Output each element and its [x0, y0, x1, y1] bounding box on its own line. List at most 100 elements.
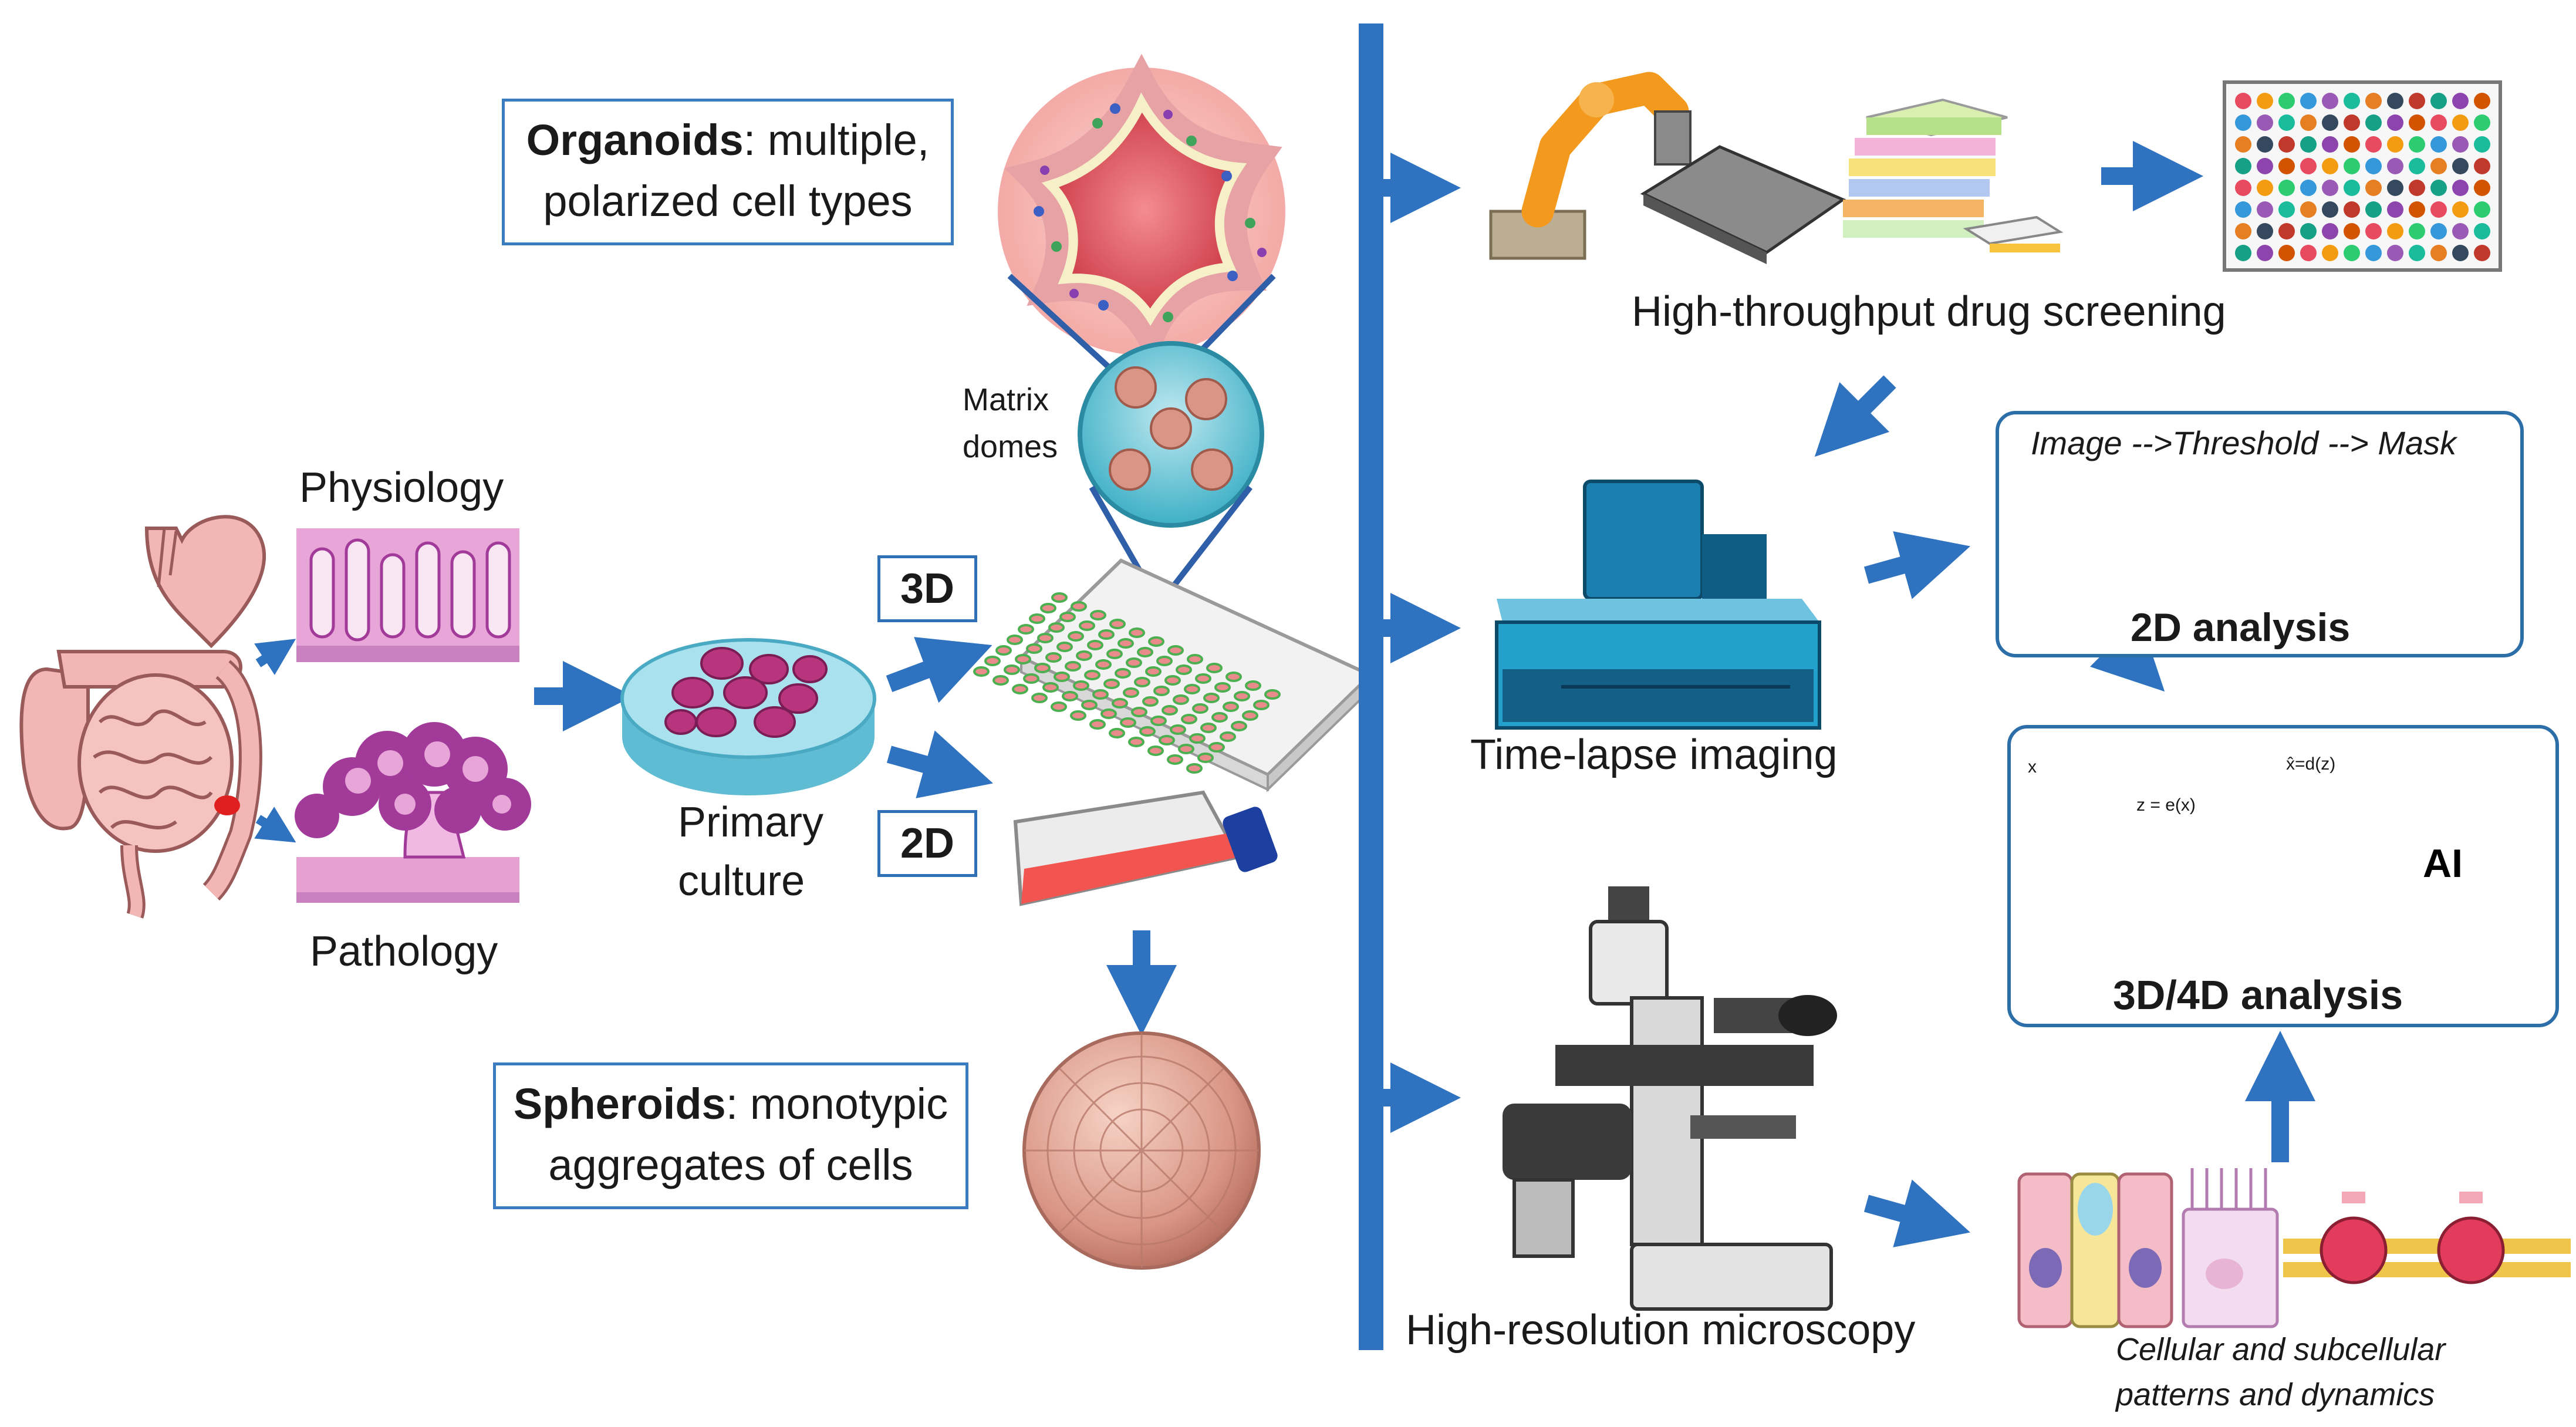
plate-well-3d — [1115, 668, 1131, 679]
plate-well — [2300, 114, 2317, 131]
plate-well-3d — [1076, 650, 1092, 661]
plate-well — [2387, 223, 2403, 239]
plate-well — [2322, 158, 2338, 174]
plate-well-3d — [1167, 754, 1183, 765]
plate-well-3d — [1206, 663, 1223, 673]
plate-well — [2344, 245, 2360, 261]
plate-well-3d — [1007, 635, 1023, 645]
plate-well-3d — [1054, 672, 1070, 682]
plate-well-3d — [1197, 753, 1214, 763]
plate-well — [2409, 158, 2425, 174]
cellular-patterns-image — [2017, 1168, 2571, 1328]
plate-well — [2474, 180, 2490, 196]
plate-well — [2300, 201, 2317, 218]
plate-well-3d — [1214, 682, 1231, 693]
plate-well — [2452, 93, 2469, 109]
plate-well-3d — [1026, 643, 1042, 654]
organoid-cross-section — [998, 53, 1285, 367]
plate-well — [2257, 136, 2273, 153]
plate-well — [2387, 93, 2403, 109]
arrow-to-2d — [886, 730, 994, 798]
analysis-2d-label: 2D analysis — [2131, 605, 2351, 650]
plate-well-3d — [1117, 638, 1134, 649]
plate-well — [2409, 114, 2425, 131]
plate-well-3d — [995, 645, 1012, 656]
plate-well-3d — [1142, 696, 1159, 707]
plate-well-3d — [1023, 673, 1039, 684]
plate-well — [2344, 180, 2360, 196]
analysis-3d-panel — [2007, 725, 2559, 1027]
plate-well — [2322, 114, 2338, 131]
plate-well-3d — [1084, 670, 1100, 680]
spheroid-image — [1022, 1031, 1261, 1270]
plate-well-3d — [1220, 731, 1236, 742]
plate-well-3d — [1186, 763, 1203, 774]
plate-well-3d — [1071, 601, 1087, 612]
plate-well-3d — [984, 656, 1001, 666]
label-2d-box: 2D — [877, 810, 977, 877]
plate-well-3d — [1184, 684, 1200, 694]
plate-well-3d — [1123, 687, 1139, 698]
plate-well-3d — [1189, 733, 1206, 744]
intestine-illustration — [19, 515, 266, 919]
well-plate-3d — [973, 558, 1374, 792]
plate-well — [2365, 93, 2382, 109]
plate-well — [2452, 245, 2469, 261]
plate-well-3d — [1173, 694, 1189, 705]
plate-well — [2474, 114, 2490, 131]
plate-well — [2474, 93, 2490, 109]
plate-well-3d — [1176, 664, 1192, 675]
plate-well-3d — [1073, 680, 1089, 691]
plate-well-3d — [992, 675, 1009, 686]
plate-well — [2365, 180, 2382, 196]
plate-well — [2474, 223, 2490, 239]
robot-arm-image — [1489, 72, 1692, 260]
plate-well-3d — [1100, 709, 1117, 719]
plate-well — [2452, 136, 2469, 153]
culture-flask — [1013, 790, 1278, 906]
plate-well-3d — [1103, 679, 1120, 689]
time-lapse-imager — [1495, 480, 1821, 730]
plate-well — [2278, 158, 2295, 174]
plate-well — [2344, 136, 2360, 153]
spheroids-definition: : monotypic — [725, 1079, 948, 1128]
cellular-label-line1: Cellular and subcellular — [2116, 1332, 2446, 1367]
plate-well-3d — [1040, 603, 1056, 613]
pipeline-label: Image -->Threshold --> Mask — [2031, 424, 2457, 461]
microscope-image — [1503, 886, 1837, 1311]
matrix-label-line1: Matrix — [963, 382, 1049, 417]
plate-well — [2235, 180, 2251, 196]
plate-well — [2387, 245, 2403, 261]
nn-latent-label: z = e(x) — [2136, 795, 2196, 815]
plate-well-3d — [1062, 691, 1078, 701]
plate-well — [2474, 136, 2490, 153]
plate-well — [2322, 136, 2338, 153]
pathology-label: Pathology — [310, 928, 498, 975]
plate-well-3d — [1095, 659, 1112, 670]
plate-well — [2430, 158, 2447, 174]
plate-well-3d — [1098, 629, 1115, 640]
plate-well — [2430, 114, 2447, 131]
plate-well — [2278, 180, 2295, 196]
plate-well — [2365, 136, 2382, 153]
arrow-to-3d — [886, 637, 992, 703]
organoids-term: Organoids — [526, 116, 744, 164]
plate-well-3d — [1034, 663, 1051, 673]
plate-well-3d — [1223, 701, 1239, 712]
plate-well-3d — [1081, 700, 1098, 710]
plate-well — [2387, 158, 2403, 174]
plate-well — [2235, 223, 2251, 239]
plate-well-3d — [1231, 721, 1247, 731]
spheroids-term: Spheroids — [513, 1079, 726, 1128]
plate-well-3d — [1167, 645, 1184, 656]
plate-well-3d — [1264, 689, 1281, 700]
plate-well-3d — [1018, 624, 1034, 635]
plate-well-3d — [1042, 682, 1059, 693]
plate-well-3d — [1187, 654, 1203, 664]
plate-well — [2387, 114, 2403, 131]
plate-well-3d — [1112, 698, 1128, 709]
organoids-callout-line2: polarized cell types — [543, 177, 913, 225]
plate-well — [2278, 114, 2295, 131]
plate-well — [2300, 93, 2317, 109]
